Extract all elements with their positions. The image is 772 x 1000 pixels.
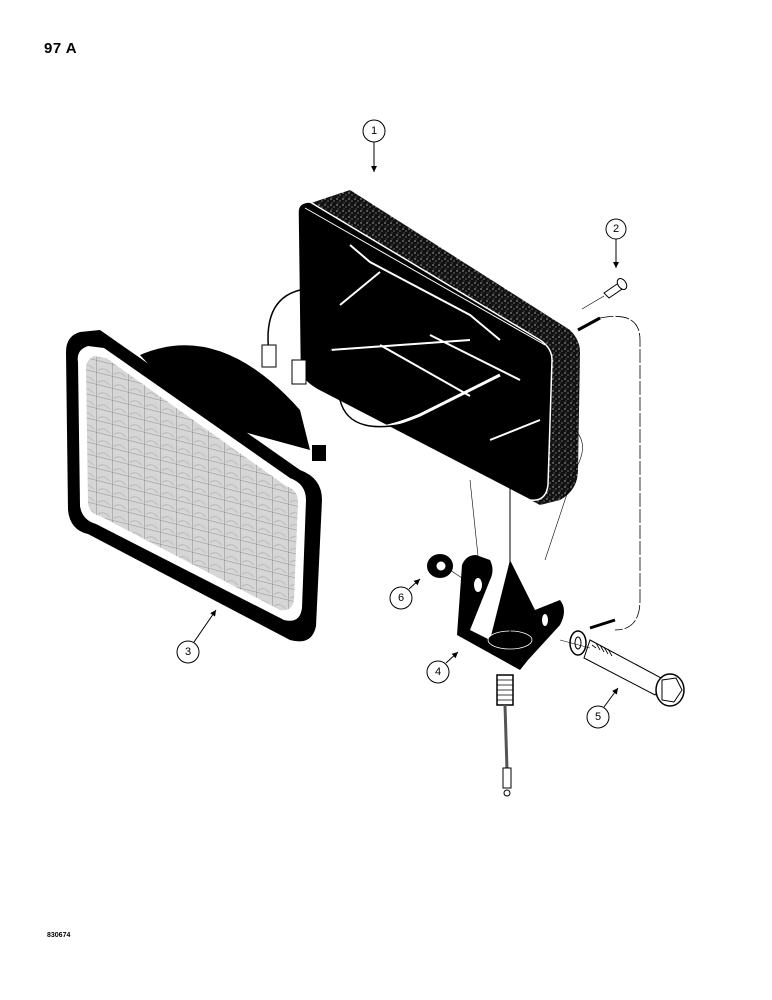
callout-2: 2 (605, 218, 627, 268)
sealed-beam-lamp (66, 330, 326, 642)
callout-4: 4 (426, 651, 459, 684)
svg-text:2: 2 (613, 223, 619, 235)
screw (581, 278, 628, 310)
page-number: 97 A (44, 40, 78, 57)
callout-3: 3 (176, 609, 217, 664)
svg-text:1: 1 (371, 125, 377, 137)
bolt (559, 630, 685, 707)
callout-1: 1 (362, 119, 386, 172)
svg-text:3: 3 (185, 646, 191, 658)
figure-number: 830674 (47, 932, 71, 939)
lamp-housing (297, 190, 580, 505)
svg-text:6: 6 (398, 592, 404, 604)
svg-text:4: 4 (435, 666, 441, 678)
washer (427, 554, 463, 579)
svg-text:5: 5 (595, 711, 601, 723)
callout-6: 6 (389, 578, 421, 610)
callout-5: 5 (586, 687, 619, 729)
wiring (261, 289, 641, 631)
mounting-bracket (457, 429, 583, 797)
